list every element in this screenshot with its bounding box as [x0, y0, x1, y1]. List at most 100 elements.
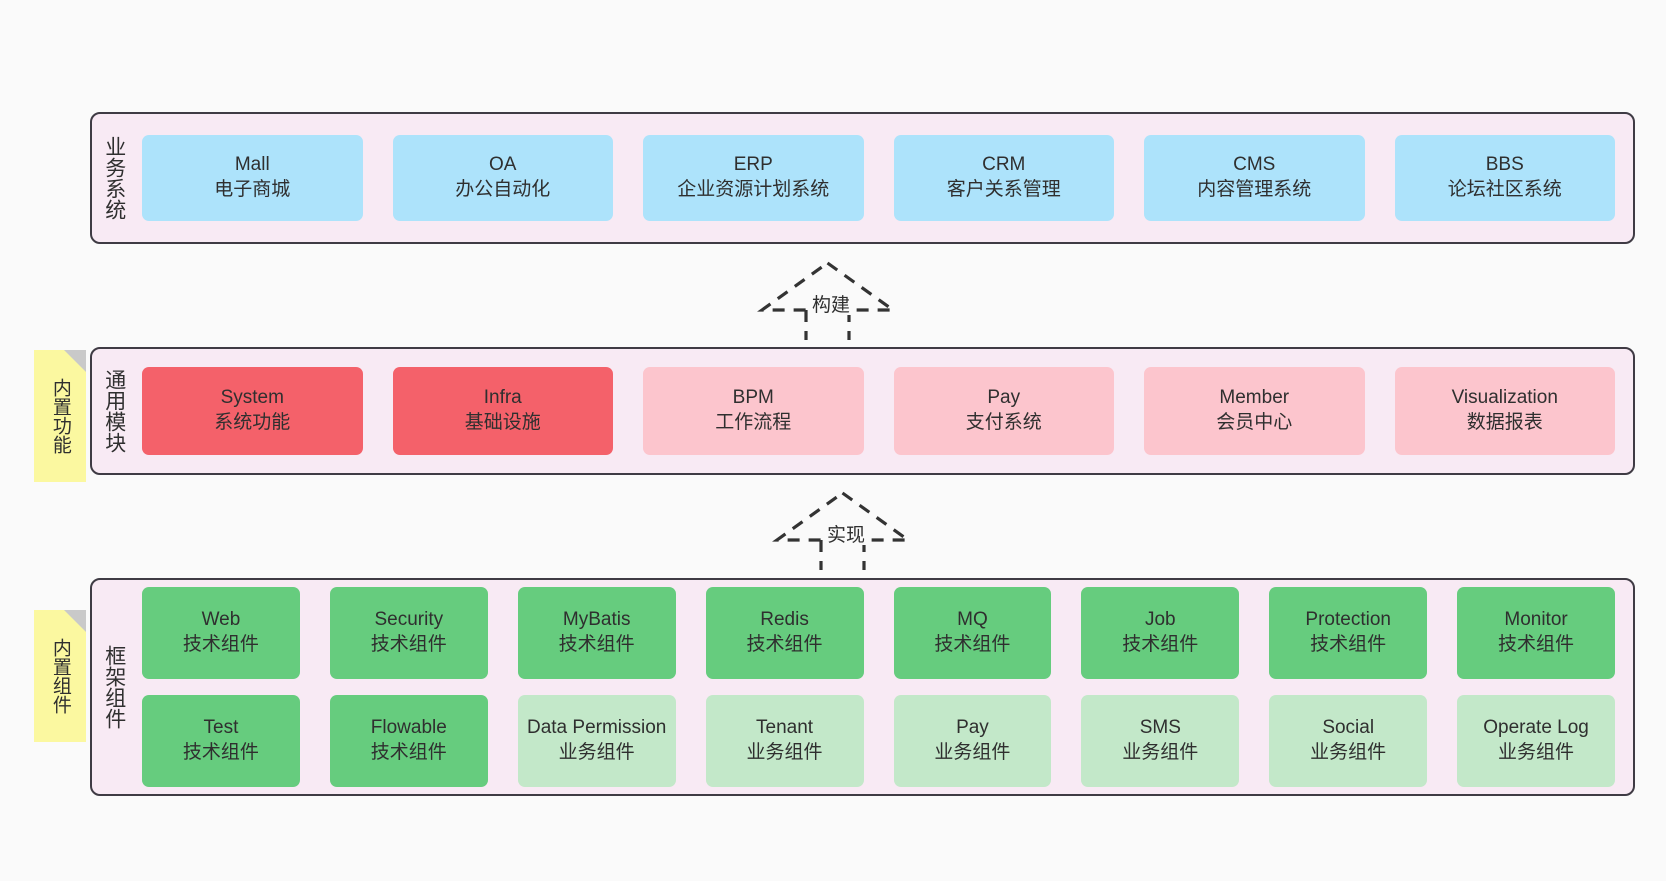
card-web[interactable]: Web 技术组件: [142, 587, 300, 679]
note-builtin-component: 内置组件: [34, 610, 86, 742]
layer-framework-component-body: Web 技术组件 Security 技术组件 MyBatis 技术组件 Redi…: [136, 580, 1633, 794]
card-sms[interactable]: SMS 业务组件: [1081, 695, 1240, 787]
card-bpm-name: BPM: [732, 387, 774, 409]
card-protection-desc: 技术组件: [1310, 634, 1387, 655]
card-infra[interactable]: Infra 基础设施: [392, 367, 613, 455]
card-test[interactable]: Test 技术组件: [142, 695, 300, 787]
card-job-name: Job: [1144, 609, 1176, 631]
note-fold-corner-icon: [64, 610, 86, 632]
card-pay-module-name: Pay: [987, 387, 1021, 409]
card-oa-name: OA: [489, 154, 517, 176]
card-erp-name: ERP: [733, 154, 773, 176]
card-operate-log-desc: 业务组件: [1498, 742, 1575, 763]
card-visualization[interactable]: Visualization 数据报表: [1394, 367, 1615, 455]
card-data-permission-name: Data Permission: [526, 717, 667, 739]
card-data-permission-desc: 业务组件: [558, 742, 635, 763]
connector-implement: 实现: [772, 488, 913, 570]
layer-business-system-title: 业务系统: [102, 136, 126, 220]
layer-common-module-body: System 系统功能 Infra 基础设施 BPM 工作流程 Pay 支付系统…: [136, 349, 1633, 473]
card-sms-desc: 业务组件: [1122, 742, 1199, 763]
layer-framework-component: 框架组件 Web 技术组件 Security 技术组件 MyBatis 技术组件…: [90, 578, 1635, 796]
layer-common-module-title: 通用模块: [102, 369, 126, 453]
card-mybatis-name: MyBatis: [562, 609, 631, 631]
card-bpm-desc: 工作流程: [715, 412, 792, 433]
card-mybatis-desc: 技术组件: [558, 634, 635, 655]
card-crm-name: CRM: [982, 154, 1026, 176]
card-sms-name: SMS: [1139, 717, 1181, 739]
card-tenant[interactable]: Tenant 业务组件: [705, 695, 864, 787]
card-erp-desc: 企业资源计划系统: [677, 179, 830, 200]
card-cms[interactable]: CMS 内容管理系统: [1144, 135, 1365, 221]
card-mall-desc: 电子商城: [214, 179, 291, 200]
card-bbs-desc: 论坛社区系统: [1447, 179, 1562, 200]
connector-build-label: 构建: [810, 295, 853, 316]
card-system-name: System: [220, 387, 284, 409]
card-data-permission[interactable]: Data Permission 业务组件: [517, 695, 676, 787]
note-builtin-function-text: 内置功能: [49, 378, 71, 454]
card-mall-name: Mall: [234, 154, 270, 176]
card-mq-desc: 技术组件: [934, 634, 1011, 655]
card-cms-name: CMS: [1233, 154, 1276, 176]
card-mq[interactable]: MQ 技术组件: [893, 587, 1052, 679]
card-infra-name: Infra: [483, 387, 522, 409]
card-social-name: Social: [1322, 717, 1375, 739]
card-redis-desc: 技术组件: [746, 634, 823, 655]
card-tenant-name: Tenant: [756, 717, 814, 739]
framework-row-business: Test 技术组件 Flowable 技术组件 Data Permission …: [142, 695, 1615, 787]
note-fold-corner-icon: [64, 350, 86, 372]
card-visualization-name: Visualization: [1451, 387, 1558, 409]
card-member-desc: 会员中心: [1216, 412, 1293, 433]
card-pay-module[interactable]: Pay 支付系统: [893, 367, 1114, 455]
card-protection-name: Protection: [1305, 609, 1391, 631]
card-crm[interactable]: CRM 客户关系管理: [893, 135, 1114, 221]
layer-framework-component-title: 框架组件: [102, 645, 126, 729]
card-member[interactable]: Member 会员中心: [1144, 367, 1365, 455]
card-crm-desc: 客户关系管理: [946, 179, 1061, 200]
card-bbs-name: BBS: [1485, 154, 1524, 176]
card-operate-log-name: Operate Log: [1483, 717, 1589, 739]
card-security-name: Security: [374, 609, 444, 631]
card-bbs[interactable]: BBS 论坛社区系统: [1394, 135, 1615, 221]
card-pay-component-desc: 业务组件: [934, 742, 1011, 763]
card-social[interactable]: Social 业务组件: [1269, 695, 1428, 787]
card-system-desc: 系统功能: [214, 412, 291, 433]
card-oa[interactable]: OA 办公自动化: [392, 135, 613, 221]
card-system[interactable]: System 系统功能: [142, 367, 363, 455]
card-social-desc: 业务组件: [1310, 742, 1387, 763]
card-mall[interactable]: Mall 电子商城: [142, 135, 363, 221]
card-monitor[interactable]: Monitor 技术组件: [1457, 587, 1615, 679]
layer-business-system: 业务系统 Mall 电子商城 OA 办公自动化 ERP 企业资源计划系统 CRM: [90, 112, 1635, 244]
card-flowable[interactable]: Flowable 技术组件: [329, 695, 488, 787]
card-oa-desc: 办公自动化: [455, 179, 551, 200]
implement-shaft: [819, 540, 866, 570]
card-redis[interactable]: Redis 技术组件: [705, 587, 864, 679]
card-web-name: Web: [201, 609, 241, 631]
card-infra-desc: 基础设施: [464, 412, 541, 433]
card-flowable-desc: 技术组件: [370, 742, 447, 763]
connector-build: 构建: [757, 258, 898, 340]
card-mybatis[interactable]: MyBatis 技术组件: [517, 587, 676, 679]
card-redis-name: Redis: [760, 609, 809, 631]
card-pay-module-desc: 支付系统: [965, 412, 1042, 433]
card-job-desc: 技术组件: [1122, 634, 1199, 655]
card-bpm[interactable]: BPM 工作流程: [643, 367, 864, 455]
build-shaft: [804, 310, 851, 340]
note-builtin-function: 内置功能: [34, 350, 86, 482]
card-test-desc: 技术组件: [182, 742, 259, 763]
card-pay-component[interactable]: Pay 业务组件: [893, 695, 1052, 787]
card-job[interactable]: Job 技术组件: [1081, 587, 1240, 679]
framework-row-technical: Web 技术组件 Security 技术组件 MyBatis 技术组件 Redi…: [142, 587, 1615, 679]
card-security[interactable]: Security 技术组件: [329, 587, 488, 679]
card-web-desc: 技术组件: [182, 634, 259, 655]
card-tenant-desc: 业务组件: [746, 742, 823, 763]
card-pay-component-name: Pay: [956, 717, 989, 739]
card-erp[interactable]: ERP 企业资源计划系统: [643, 135, 864, 221]
card-protection[interactable]: Protection 技术组件: [1269, 587, 1428, 679]
card-monitor-desc: 技术组件: [1498, 634, 1575, 655]
layer-common-module: 通用模块 System 系统功能 Infra 基础设施 BPM 工作流程 Pay: [90, 347, 1635, 475]
card-visualization-desc: 数据报表: [1466, 412, 1543, 433]
note-builtin-component-text: 内置组件: [49, 638, 71, 714]
card-cms-desc: 内容管理系统: [1197, 179, 1312, 200]
card-operate-log[interactable]: Operate Log 业务组件: [1457, 695, 1615, 787]
